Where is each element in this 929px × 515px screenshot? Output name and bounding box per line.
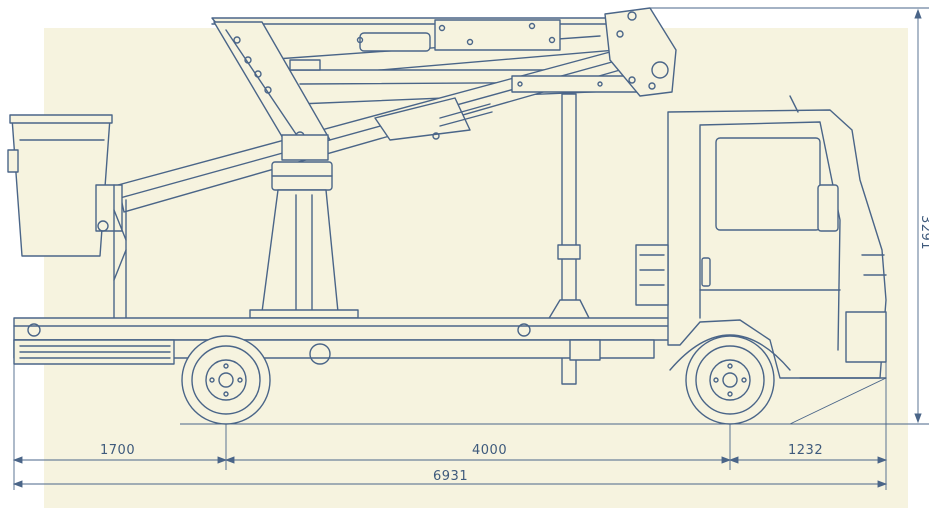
chassis <box>13 317 675 365</box>
knuckle-arm <box>213 21 331 151</box>
turret <box>249 134 359 319</box>
boom-rest-pole <box>547 93 591 385</box>
dimension-front-overhang: 1700 <box>100 443 136 458</box>
dimension-total-length: 6931 <box>433 469 469 484</box>
rear-wheel <box>181 335 271 425</box>
dimension-wheelbase: 4000 <box>472 443 508 458</box>
bucket <box>7 114 127 319</box>
dimension-lines <box>12 7 929 490</box>
dimension-rear-overhang: 1232 <box>788 443 824 458</box>
front-wheel <box>685 335 775 425</box>
dimension-height: 3291 <box>918 214 929 251</box>
truck-cab <box>635 95 887 379</box>
